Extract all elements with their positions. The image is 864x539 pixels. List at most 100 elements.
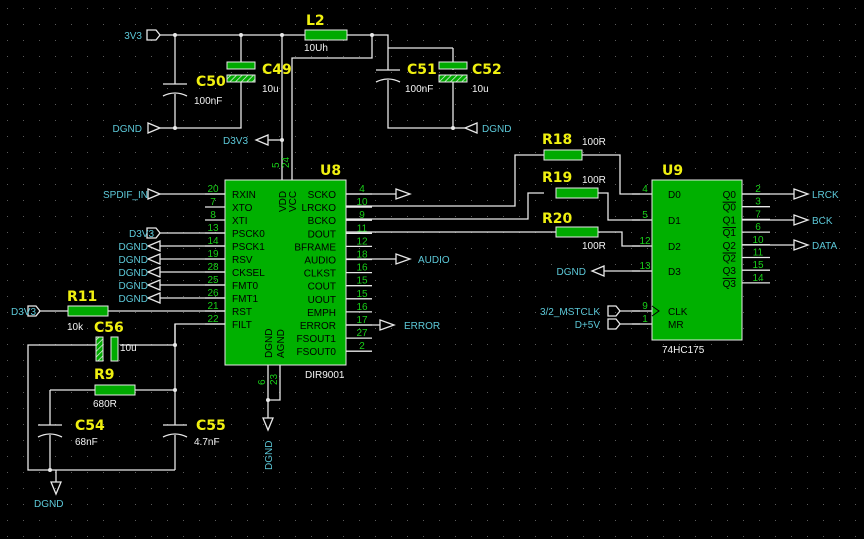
u8-pin-number: 25 (207, 275, 219, 286)
ic-u8-body[interactable] (224, 179, 347, 366)
u8-pin-label: FSOUT1 (297, 334, 337, 345)
ic-u9-body[interactable] (651, 179, 743, 341)
ref-u8: U8 (320, 163, 341, 179)
u9-pin-label: Q0 (723, 203, 737, 214)
u9-clock-marker (651, 305, 660, 317)
u8-pin-label: BCKO (308, 216, 337, 227)
u8-pin-label: VCC (288, 191, 299, 212)
u8-pin-number: 11 (357, 223, 368, 234)
value-c54: 68nF (75, 437, 98, 448)
resistor-r20[interactable] (555, 226, 599, 238)
inductor-l2[interactable] (304, 29, 348, 41)
u8-pin-number: 2 (359, 341, 365, 352)
value-c50: 100nF (194, 96, 222, 107)
net-label-lrck: LRCK (812, 190, 839, 201)
u9-pin-label: D1 (668, 216, 681, 227)
u8-pin-number: 16 (356, 263, 368, 274)
junctions (48, 33, 455, 472)
net-label-data: DATA (812, 241, 838, 252)
ref-r11: R11 (67, 289, 97, 305)
net-ports: 3V3 DGND DGND D3V3 DGND DGND SPDIF_IN D3… (11, 29, 839, 510)
u8-pin-label: FSOUT0 (297, 347, 337, 358)
u9-pin-number: 12 (639, 236, 651, 247)
net-label-dgnd-cksel: DGND (119, 268, 148, 279)
ref-c50: C50 (196, 74, 226, 90)
capacitor-c51[interactable] (375, 69, 401, 83)
ref-r18: R18 (542, 132, 572, 148)
capacitor-c56[interactable] (95, 336, 119, 362)
value-r20: 100R (582, 241, 606, 252)
u9-pin-label: Q2 (723, 254, 737, 265)
u8-pin-number: 13 (207, 223, 219, 234)
u9-pin-number: 4 (642, 184, 648, 195)
u8-pin-label: RXIN (232, 190, 256, 201)
ic-u8[interactable]: U8 DIR9001 20RXIN7XTO8XTI13PSCK014PSCK11… (205, 156, 372, 385)
u9-pin-label: Q3 (723, 266, 737, 277)
net-label-dgnd-fmt0: DGND (119, 281, 148, 292)
u9-pin-number: 15 (752, 260, 764, 271)
u8-pin-number: 18 (356, 250, 368, 261)
u8-pin-number: 8 (210, 210, 216, 221)
u8-pin-label: COUT (308, 282, 336, 293)
u8-pin-number: 21 (207, 301, 219, 312)
u8-pin-number: 27 (356, 328, 368, 339)
u9-pin-label: D2 (668, 242, 681, 253)
resistor-r9[interactable] (94, 384, 136, 396)
u9-pin-number: 3 (755, 197, 761, 208)
u8-pin-label: LRCKO (302, 203, 337, 214)
net-label-d3v3-psck0: D3V3 (129, 229, 154, 240)
net-label-dgnd-filt: DGND (34, 499, 63, 510)
net-label-d5v: D+5V (575, 320, 601, 331)
u8-pin-label: AGND (276, 329, 287, 358)
net-label-dgnd-fmt1: DGND (119, 294, 148, 305)
u8-pin-number: 22 (207, 314, 219, 325)
u8-pin-number: 7 (210, 197, 216, 208)
u8-pin-number: 24 (281, 156, 292, 168)
ref-l2: L2 (306, 13, 325, 29)
resistor-r18[interactable] (543, 149, 583, 161)
u9-pin-number: 7 (755, 209, 761, 220)
resistor-r11[interactable] (67, 305, 109, 317)
u8-pin-number: 20 (207, 184, 219, 195)
ref-r20: R20 (542, 211, 573, 227)
ref-c52: C52 (472, 62, 502, 78)
ref-u9: U9 (662, 163, 683, 179)
u8-pin-number: 15 (356, 289, 368, 300)
capacitor-c54[interactable] (37, 424, 63, 438)
resistor-r19[interactable] (555, 187, 599, 199)
capacitor-c50[interactable] (162, 83, 188, 97)
u8-pin-number: 6 (257, 379, 268, 385)
u8-pin-label: SCKO (308, 190, 337, 201)
u8-pin-label: RST (232, 307, 252, 318)
value-l2: 10Uh (304, 43, 328, 54)
capacitor-c52[interactable] (438, 61, 468, 83)
value-r18: 100R (582, 137, 606, 148)
u8-pin-number: 14 (207, 236, 219, 247)
u8-pin-label: DOUT (308, 229, 336, 240)
u8-pin-number: 16 (356, 302, 368, 313)
value-r11: 10k (67, 322, 84, 333)
u9-pin-number: 1 (642, 314, 648, 325)
ref-c55: C55 (196, 418, 226, 434)
value-c55: 4.7nF (194, 437, 220, 448)
u9-pin-number: 10 (752, 235, 764, 246)
value-c56: 10u (120, 343, 137, 354)
u8-pin-number: 19 (207, 249, 219, 260)
u9-pin-number: 6 (755, 222, 761, 233)
net-label-dgnd-rsv: DGND (119, 255, 148, 266)
u8-pin-number: 9 (359, 210, 365, 221)
u8-pin-label: VDD (278, 191, 289, 212)
capacitor-c55[interactable] (162, 424, 188, 438)
net-label-3v3: 3V3 (124, 31, 142, 42)
u8-pin-label: XTI (232, 216, 248, 227)
net-label-dgnd-c52: DGND (482, 124, 511, 135)
u8-pin-label: CKSEL (232, 268, 265, 279)
u8-pin-label: ERROR (300, 321, 336, 332)
capacitor-c49[interactable] (226, 61, 256, 83)
u8-pin-label: PSCK1 (232, 242, 265, 253)
net-label-dgnd-d3: DGND (557, 267, 586, 278)
u8-pin-label: EMPH (307, 308, 336, 319)
u9-pin-label: Q1 (723, 215, 737, 226)
